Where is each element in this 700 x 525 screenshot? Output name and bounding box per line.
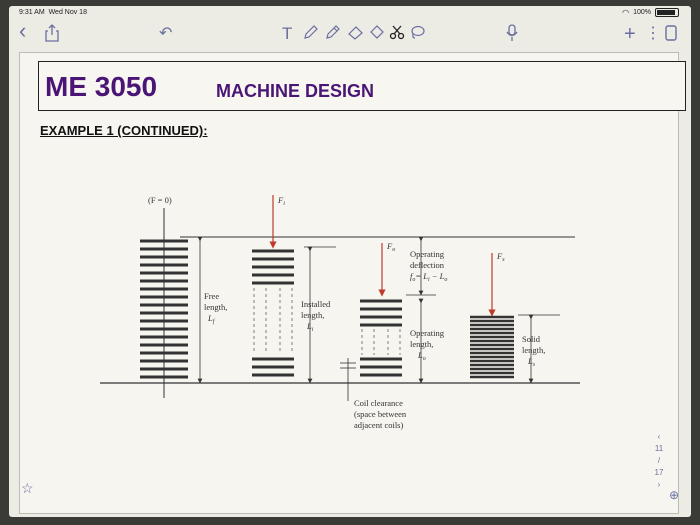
operating-length-label-1: Operating bbox=[410, 328, 445, 338]
installed-length-label-2: length, bbox=[301, 310, 324, 320]
page-navigator: ‹ 11 / 17 › bbox=[652, 431, 666, 491]
page-separator: / bbox=[657, 456, 661, 465]
title-box: ME 3050 MACHINE DESIGN bbox=[38, 61, 686, 111]
bookmark-star-icon[interactable]: ☆ bbox=[21, 480, 34, 496]
installed-force-label: Fi bbox=[277, 195, 285, 207]
page-up-icon[interactable]: ‹ bbox=[657, 432, 661, 441]
course-code: ME 3050 bbox=[45, 71, 158, 102]
operating-deflection-label-2: deflection bbox=[410, 260, 445, 270]
toolbar: ‹ ↶ T + ⋮ bbox=[9, 18, 691, 48]
pen-icon bbox=[304, 25, 318, 39]
operating-length-symbol: Lo bbox=[417, 350, 426, 362]
more-options-button[interactable]: ⋮ bbox=[645, 25, 661, 42]
share-button[interactable] bbox=[45, 24, 59, 48]
ipad-screen: 9:31 AM Wed Nov 18 ◠ 100% ‹ ↶ T bbox=[9, 6, 691, 517]
lasso-icon bbox=[411, 25, 425, 39]
eraser-tool-button[interactable] bbox=[369, 24, 385, 46]
status-time: 9:31 AM bbox=[19, 9, 45, 16]
page-icon bbox=[665, 25, 677, 41]
highlighter-tool-button[interactable] bbox=[347, 24, 365, 46]
microphone-icon bbox=[506, 24, 518, 41]
spring-free bbox=[140, 208, 188, 398]
free-length-symbol: Lf bbox=[207, 313, 216, 325]
status-bar: 9:31 AM Wed Nov 18 ◠ 100% bbox=[9, 6, 691, 20]
pen-tool-button[interactable] bbox=[303, 24, 319, 46]
pencil-icon bbox=[326, 25, 340, 39]
coil-clearance-label-2: (space between bbox=[354, 409, 407, 419]
coil-clearance-label-1: Coil clearance bbox=[354, 398, 403, 408]
status-right: ◠ 100% bbox=[622, 8, 679, 17]
back-button[interactable]: ‹ bbox=[19, 18, 27, 43]
solid-length-symbol: Ls bbox=[527, 356, 536, 368]
pages-view-button[interactable] bbox=[664, 24, 678, 48]
operating-deflection-label-1: Operating bbox=[410, 249, 445, 259]
status-date: Wed Nov 18 bbox=[48, 9, 87, 16]
page-down-icon[interactable]: › bbox=[657, 480, 661, 489]
coil-clearance-label-3: adjacent coils) bbox=[354, 420, 403, 430]
spring-lengths-figure: (F = 0) Free length, Lf Fi Installed len… bbox=[100, 195, 580, 430]
total-pages: 17 bbox=[654, 468, 664, 477]
operating-force-label: Fo bbox=[386, 241, 395, 253]
solid-force-label: Fs bbox=[496, 251, 505, 263]
document-page[interactable]: ME 3050 MACHINE DESIGN EXAMPLE 1 (CONTIN… bbox=[19, 52, 686, 514]
lasso-tool-button[interactable] bbox=[409, 24, 425, 46]
operating-deflection-equation: fo= Li − Lo bbox=[410, 271, 447, 283]
current-page: 11 bbox=[654, 444, 664, 453]
scissors-icon bbox=[389, 25, 405, 40]
spring-operating bbox=[360, 299, 402, 377]
force-zero-label: (F = 0) bbox=[148, 195, 172, 205]
free-length-label-2: length, bbox=[204, 302, 227, 312]
installed-length-label-1: Installed bbox=[301, 299, 331, 309]
pencil-tool-button[interactable] bbox=[325, 24, 341, 46]
solid-length-label-2: length, bbox=[522, 345, 545, 355]
spring-solid bbox=[470, 315, 514, 379]
text-tool-button[interactable]: T bbox=[282, 24, 293, 43]
share-icon bbox=[45, 24, 59, 42]
eraser-icon bbox=[370, 25, 384, 39]
operating-length-label-2: length, bbox=[410, 339, 433, 349]
status-time-date: 9:31 AM Wed Nov 18 bbox=[19, 9, 87, 16]
add-page-button[interactable]: + bbox=[624, 23, 636, 45]
highlighter-icon bbox=[348, 26, 363, 40]
free-length-label-1: Free bbox=[204, 291, 219, 301]
installed-length-symbol: Li bbox=[306, 321, 314, 333]
example-heading: EXAMPLE 1 (CONTINUED): bbox=[40, 123, 208, 138]
zoom-icon[interactable]: ⊕ bbox=[668, 488, 679, 502]
course-title: MACHINE DESIGN bbox=[216, 81, 375, 101]
wifi-icon: ◠ bbox=[622, 8, 630, 17]
solid-length-label-1: Solid bbox=[522, 334, 541, 344]
lasso-scissors-button[interactable] bbox=[389, 24, 405, 46]
microphone-button[interactable] bbox=[505, 24, 519, 48]
battery-percent: 100% bbox=[633, 9, 651, 16]
undo-button[interactable]: ↶ bbox=[159, 25, 173, 42]
spring-installed bbox=[252, 249, 294, 377]
battery-icon bbox=[655, 8, 679, 17]
